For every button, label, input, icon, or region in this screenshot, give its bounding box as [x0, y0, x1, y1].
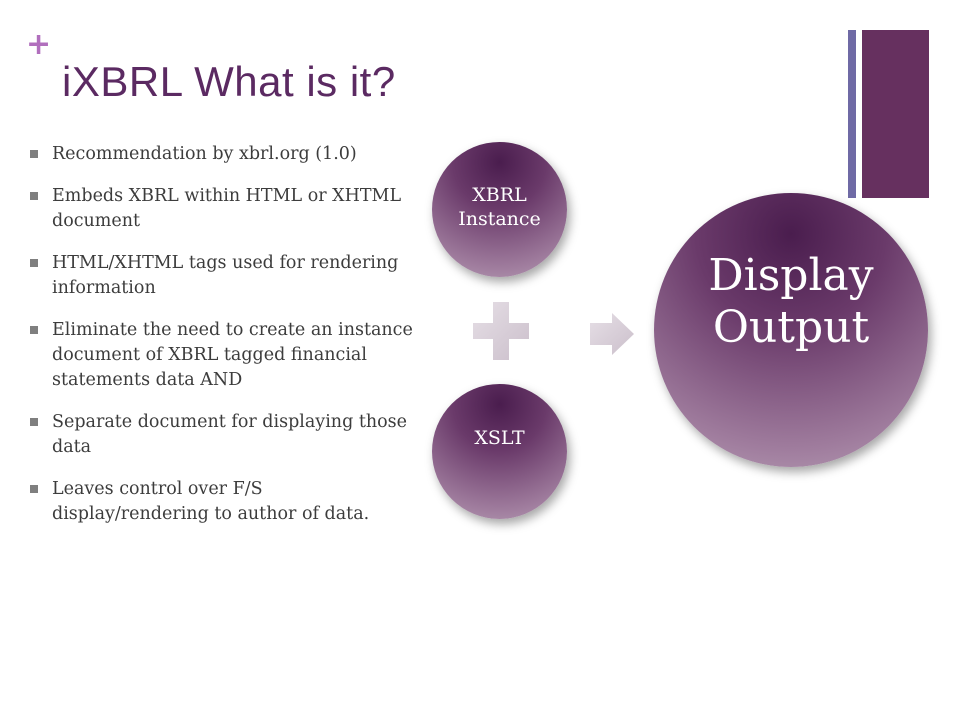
slide-title: iXBRL What is it?	[62, 58, 396, 105]
display-output-circle: Display Output	[654, 193, 928, 467]
arrow-right-icon	[590, 313, 634, 355]
corner-bar-thick	[862, 30, 929, 198]
bullet-text: HTML/XHTML tags used for rendering infor…	[52, 253, 399, 298]
bullet-list: Recommendation by xbrl.org (1.0) Embeds …	[30, 142, 420, 544]
bullet-square-icon	[30, 485, 38, 493]
xbrl-instance-circle: XBRL Instance	[432, 142, 567, 277]
bullet-square-icon	[30, 418, 38, 426]
bullet-item: Recommendation by xbrl.org (1.0)	[30, 142, 420, 167]
corner-bar-thin	[848, 30, 856, 198]
xbrl-instance-label: XBRL Instance	[458, 183, 541, 230]
bullet-square-icon	[30, 150, 38, 158]
display-output-label: Display Output	[708, 250, 874, 353]
title-plus-mark: +	[26, 27, 52, 62]
bullet-item: Eliminate the need to create an instance…	[30, 318, 420, 393]
bullet-item: Separate document for displaying those d…	[30, 410, 420, 460]
bullet-square-icon	[30, 192, 38, 200]
bullet-text: Recommendation by xbrl.org (1.0)	[52, 144, 357, 164]
bullet-item: Leaves control over F/S display/renderin…	[30, 477, 420, 527]
bullet-text: Separate document for displaying those d…	[52, 412, 408, 457]
bullet-item: HTML/XHTML tags used for rendering infor…	[30, 251, 420, 301]
bullet-text: Embeds XBRL within HTML or XHTML documen…	[52, 186, 402, 231]
bullet-text: Eliminate the need to create an instance…	[52, 320, 413, 390]
bullet-square-icon	[30, 326, 38, 334]
bullet-square-icon	[30, 259, 38, 267]
bullet-item: Embeds XBRL within HTML or XHTML documen…	[30, 184, 420, 234]
xslt-circle: XSLT	[432, 384, 567, 519]
xslt-label: XSLT	[474, 426, 525, 449]
bullet-text: Leaves control over F/S display/renderin…	[52, 479, 370, 524]
plus-icon	[473, 302, 529, 360]
